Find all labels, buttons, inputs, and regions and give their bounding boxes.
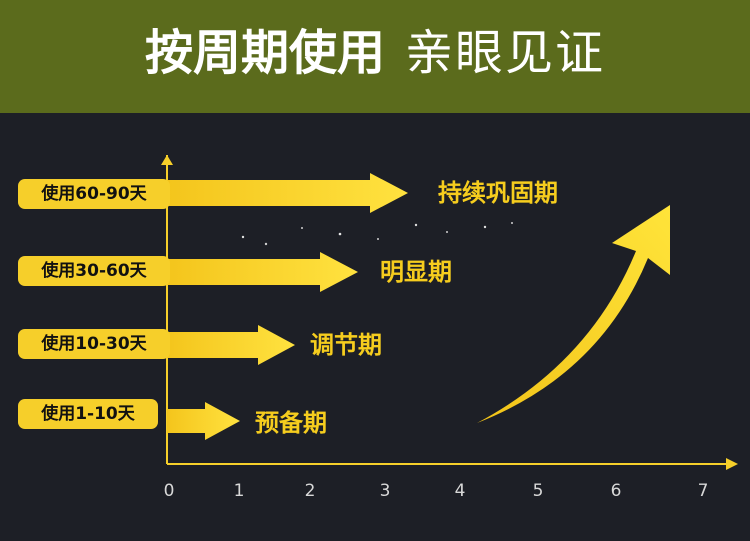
sparkle-dot [483,225,487,229]
x-tick-label: 3 [379,481,391,501]
sparkle-dot [264,242,268,246]
sparkle-dot [301,227,303,229]
x-tick-label: 5 [532,481,544,501]
sparkle-dot [414,223,418,227]
sparkle-dot [446,231,448,233]
phase-label-obvious: 明显期 [380,258,452,286]
x-tick-label: 2 [304,481,316,501]
x-tick-label: 7 [697,481,709,501]
rising-curve-arrow [477,205,670,423]
sparkle-dot [511,222,513,224]
stage-arrow-60-90 [167,173,408,213]
phase-label-consolidation: 持续巩固期 [438,179,558,207]
x-tick-label: 0 [163,481,175,501]
x-tick-label: 1 [233,481,245,501]
x-tick-label: 4 [454,481,466,501]
stage-arrow-1-10 [167,402,240,440]
sparkle-dot [377,238,379,240]
period-pill-1-10: 使用1-10天 [18,399,158,429]
x-tick-label: 6 [610,481,622,501]
phase-label-adjustment: 调节期 [310,331,382,359]
title-banner: 按周期使用亲眼见证 [0,0,750,113]
phase-label-preparation: 预备期 [255,409,327,437]
banner-title-bold: 按周期使用 [144,25,385,81]
period-pill-30-60: 使用30-60天 [18,256,170,286]
sparkle-dot [241,235,245,239]
y-axis-arrowhead [161,155,173,165]
stage-arrow-30-60 [167,252,358,292]
banner-title-light: 亲眼见证 [405,25,606,81]
timeline-diagram: 使用60-90天 使用30-60天 使用10-30天 使用1-10天 持续巩固期… [0,113,750,541]
timeline-graphics [161,155,738,470]
sparkle-dot [338,232,342,236]
stage-arrow-10-30 [167,325,295,365]
banner-title: 按周期使用亲眼见证 [0,22,750,84]
period-pill-60-90: 使用60-90天 [18,179,170,209]
x-axis-arrowhead [726,458,738,470]
period-pill-10-30: 使用10-30天 [18,329,170,359]
